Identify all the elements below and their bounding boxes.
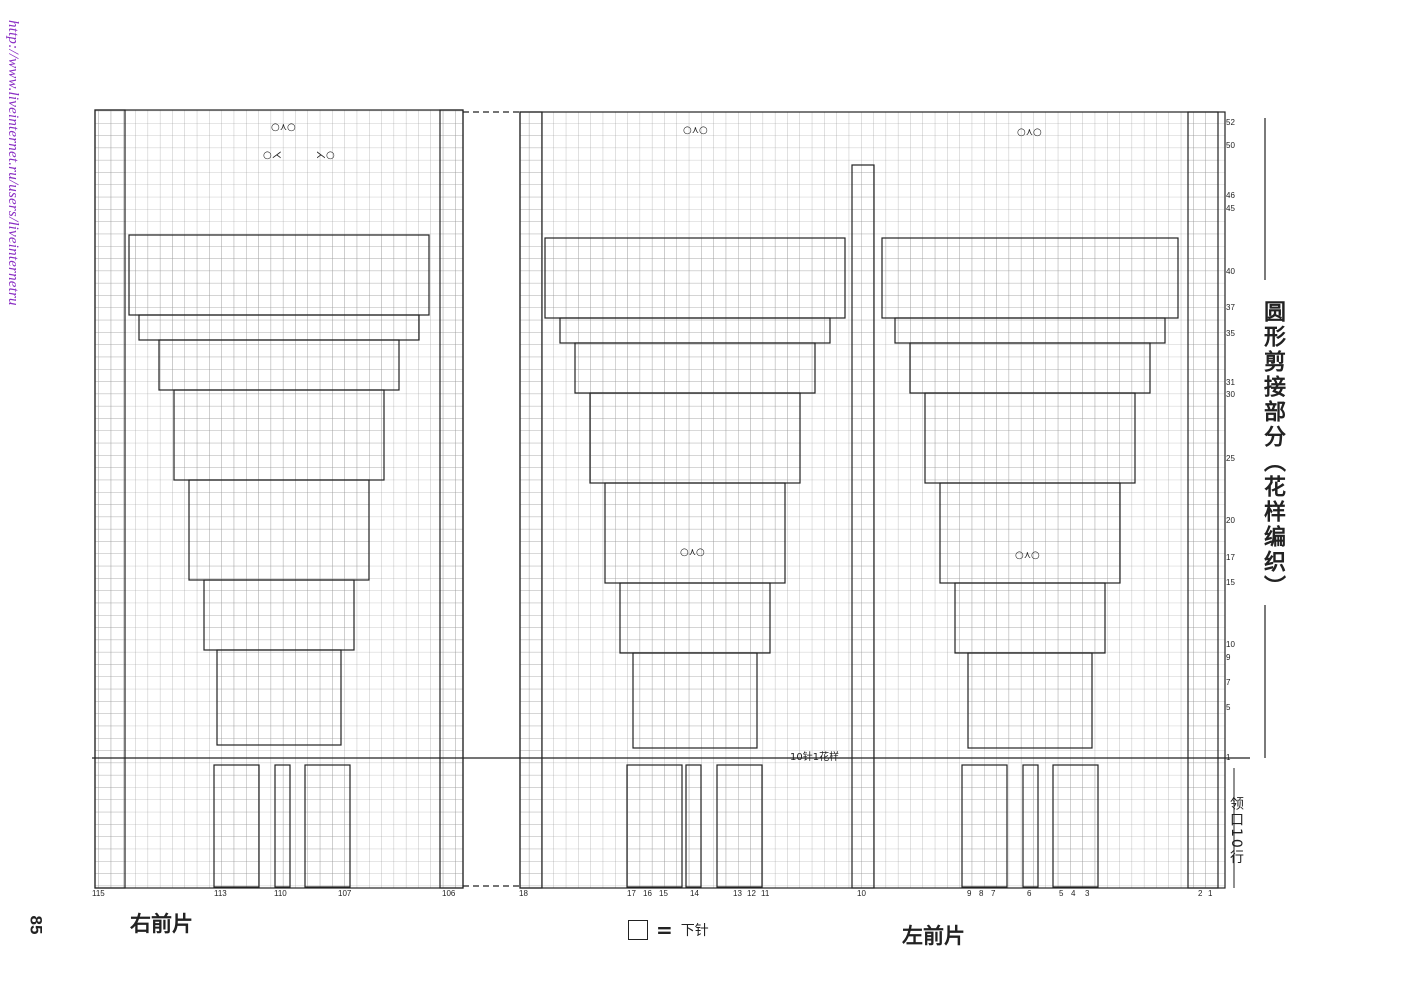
ribbing-column-3 [626,764,683,888]
legend-text: 下针 [680,923,709,939]
row-number: 10 [1226,640,1235,649]
stitch-symbol: ○⋏○ [680,547,705,558]
column-number: 11 [761,889,770,898]
row-number: 31 [1226,378,1235,387]
right-front-yoke-tier-1 [138,314,420,341]
page-number: 85 [26,915,46,935]
column-number: 14 [690,889,699,898]
column-number: 6 [1027,889,1032,898]
left-front-yoke-b-tier-1 [894,317,1166,344]
row-number: 7 [1226,678,1231,687]
column-number: 10 [857,889,866,898]
row-number: 5 [1226,703,1231,712]
column-number: 110 [274,889,287,898]
column-number: 17 [627,889,636,898]
stitch-symbol: ○⋏○ [1017,127,1042,138]
left-front-yoke-a-tier-6 [632,652,758,749]
row-number: 15 [1226,578,1235,587]
ribbing-column-1 [274,764,291,888]
knit-stitch-symbol-icon [628,920,648,940]
row-number: 1 [1226,753,1231,762]
left-front-yoke-b-tier-0 [881,237,1179,319]
left-front-yoke-a-tier-1 [559,317,831,344]
ribbing-column-8 [1052,764,1099,888]
ribbing-column-0 [213,764,260,888]
left-front-label: 左前片 [902,924,965,948]
ribbing-column-4 [685,764,702,888]
right-front-yoke-tier-2 [158,339,400,391]
left-front-band-left [519,111,543,889]
right-front-band-left [94,109,126,889]
stitch-symbol: ○⋏○ [271,122,296,133]
ribbing-column-2 [304,764,351,888]
column-number: 4 [1071,889,1076,898]
row-number: 30 [1226,390,1235,399]
row-number: 37 [1226,303,1235,312]
right-front-yoke-tier-6 [216,649,342,746]
legend-equals: = [656,918,673,942]
stitch-symbol: ⋋○ [316,150,335,161]
column-number: 13 [733,889,742,898]
yoke-section-title: 圆形剪接部分（花样编织） [1260,300,1285,600]
watermark-url: http://www.liveinternet.ru/users/liveint… [5,20,21,306]
left-front-yoke-b-tier-5 [954,582,1106,654]
row-number: 25 [1226,454,1235,463]
row-number: 52 [1226,118,1235,127]
right-front-band-right [439,109,464,889]
ribbing-column-6 [961,764,1008,888]
column-number: 7 [991,889,996,898]
neckline-label: 领口10行 [1228,796,1244,866]
left-front-yoke-b-tier-3 [924,392,1136,484]
stitch-symbol: ○⋌ [263,150,282,161]
column-number: 8 [979,889,984,898]
left-front-yoke-b-tier-6 [967,652,1093,749]
left-front-yoke-b-tier-2 [909,342,1151,394]
column-number: 9 [967,889,972,898]
column-number: 5 [1059,889,1064,898]
left-front-yoke-a-tier-4 [604,482,786,584]
row-number: 46 [1226,191,1235,200]
stitch-symbol: ○⋏○ [1015,550,1040,561]
left-front-yoke-a-tier-0 [544,237,846,319]
left-front-yoke-a-tier-5 [619,582,771,654]
row-number: 20 [1226,516,1235,525]
column-number: 15 [659,889,668,898]
right-front-yoke-tier-4 [188,479,370,581]
left-front-band-mid [851,164,875,889]
row-number: 40 [1226,267,1235,276]
left-front-yoke-b-tier-4 [939,482,1121,584]
row-number: 17 [1226,553,1235,562]
column-number: 1 [1208,889,1213,898]
row-number: 9 [1226,653,1231,662]
ribbing-column-5 [716,764,763,888]
column-number: 113 [214,889,227,898]
row-number: 35 [1226,329,1235,338]
ribbing-column-7 [1022,764,1039,888]
row-number: 45 [1226,204,1235,213]
column-number: 2 [1198,889,1203,898]
row-number: 50 [1226,141,1235,150]
column-number: 107 [338,889,352,898]
right-front-label: 右前片 [130,912,193,936]
left-front-yoke-a-tier-2 [574,342,816,394]
right-front-yoke-tier-3 [173,389,385,481]
column-number: 18 [519,889,528,898]
column-number: 106 [442,889,456,898]
left-front-band-right [1187,111,1219,889]
legend: = 下针 [628,918,709,942]
column-number: 12 [747,889,756,898]
left-front-yoke-a-tier-3 [589,392,801,484]
right-front-yoke-tier-0 [128,234,430,316]
column-number: 3 [1085,889,1090,898]
column-number: 115 [92,889,105,898]
column-number: 16 [643,889,652,898]
stitch-symbol: ○⋏○ [683,125,708,136]
right-front-yoke-tier-5 [203,579,355,651]
repeat-label: 10针1花样 [790,752,840,763]
